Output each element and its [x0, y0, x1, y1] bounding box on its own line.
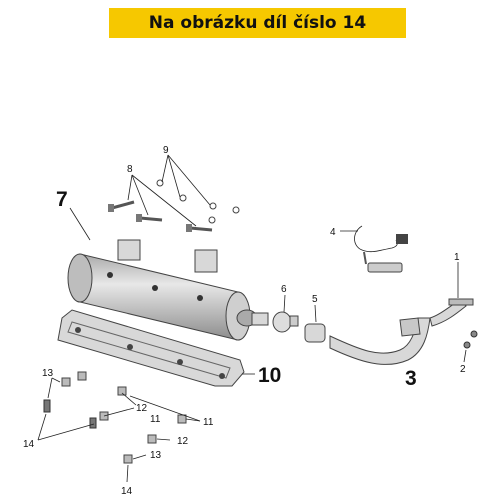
- callout-11-mid: 11: [150, 414, 161, 425]
- callout-8: 8: [127, 164, 133, 175]
- callout-10: 10: [258, 364, 281, 387]
- callout-14-bottom: 14: [121, 486, 133, 497]
- callout-1: 1: [454, 252, 460, 263]
- callout-12-bottom: 12: [177, 436, 189, 447]
- callout-6: 6: [281, 284, 287, 295]
- leader-lines: [37, 154, 467, 483]
- clamp-part: [272, 311, 299, 333]
- gasket-part: [304, 323, 326, 343]
- flange-part: [448, 298, 474, 306]
- callout-14-left: 14: [23, 439, 35, 450]
- heat-shield-part: [57, 309, 245, 387]
- muffler-part: [67, 239, 269, 341]
- callout-12-top: 12: [136, 403, 148, 414]
- callout-7: 7: [56, 188, 68, 211]
- title-banner: Na obrázku díl číslo 14: [109, 8, 406, 38]
- bolt-set-part: [108, 179, 240, 232]
- callout-9: 9: [163, 145, 169, 156]
- exhaust-pipe-part: [329, 299, 467, 365]
- fastener-parts: [43, 371, 187, 464]
- callout-13-top: 13: [42, 368, 54, 379]
- callout-13-bottom: 13: [150, 450, 162, 461]
- callout-3: 3: [405, 367, 417, 390]
- callout-4: 4: [330, 227, 336, 238]
- callout-2: 2: [460, 364, 466, 375]
- callout-5: 5: [312, 294, 318, 305]
- oxygen-sensor-part: [354, 225, 408, 273]
- callout-11-right: 11: [203, 417, 214, 428]
- nut-part: [463, 330, 478, 349]
